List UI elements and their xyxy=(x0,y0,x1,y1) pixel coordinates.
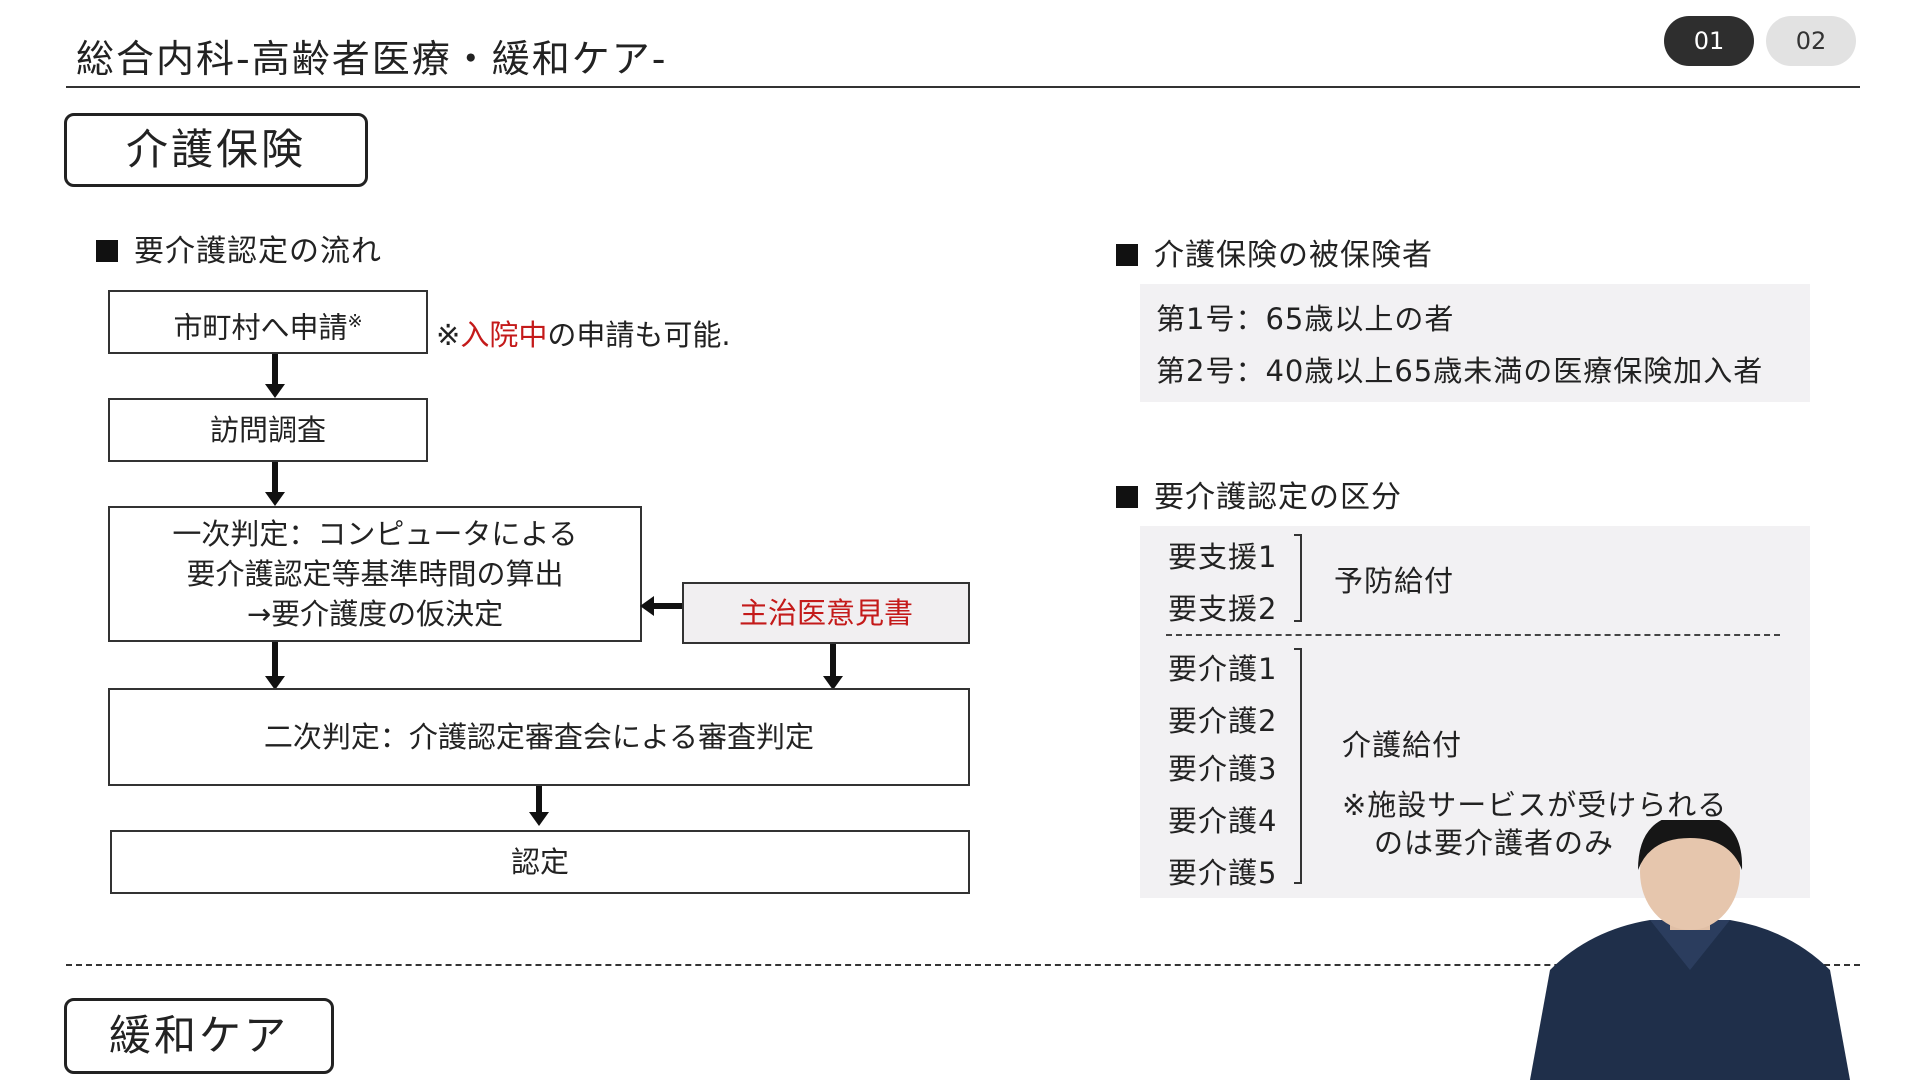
classification-divider xyxy=(1166,634,1780,636)
support-level-1: 要支援1 xyxy=(1168,540,1278,574)
care-level-5: 要介護5 xyxy=(1168,856,1278,890)
care-level-4: 要介護4 xyxy=(1168,804,1278,838)
flow-step-secondary-judgement: 二次判定：介護認定審査会による審査判定 xyxy=(108,688,970,786)
flow-arrow-line xyxy=(272,462,278,496)
section-title-care-insurance: 介護保険 xyxy=(64,113,368,187)
flow-heading-text: 要介護認定の流れ xyxy=(134,234,382,269)
arrow-down-icon xyxy=(265,384,285,398)
header-divider xyxy=(66,86,1860,88)
section-title-palliative-care: 緩和ケア xyxy=(64,998,334,1074)
arrow-left-icon xyxy=(640,596,654,616)
care-level-3: 要介護3 xyxy=(1168,752,1278,786)
doctor-opinion-text: 主治医意見書 xyxy=(738,596,913,630)
note-prefix: ※ xyxy=(436,318,461,352)
flow-arrow-line xyxy=(272,642,278,680)
section-divider xyxy=(66,964,1860,966)
flow-step-apply: 市町村へ申請※ xyxy=(108,290,428,354)
insured-heading-text: 介護保険の被保険者 xyxy=(1154,238,1433,273)
flow-step-apply-sup: ※ xyxy=(347,311,363,332)
note-suffix: の申請も可能. xyxy=(547,318,731,352)
support-bracket xyxy=(1294,534,1302,622)
flow-arrow-line xyxy=(830,644,836,680)
care-level-2: 要介護2 xyxy=(1168,704,1278,738)
primary-judgement-line: →要介護度の仮決定 xyxy=(246,597,504,631)
classification-heading-text: 要介護認定の区分 xyxy=(1154,480,1402,515)
arrow-down-icon xyxy=(265,676,285,690)
insured-heading: 介護保険の被保険者 xyxy=(1116,230,1433,274)
care-note-line: のは要介護者のみ xyxy=(1374,826,1615,860)
flow-arrow-line xyxy=(654,603,682,609)
page-tab-01[interactable]: 01 xyxy=(1664,16,1754,66)
arrow-down-icon xyxy=(529,812,549,826)
insured-panel xyxy=(1140,284,1810,402)
note-red-text: 入院中 xyxy=(460,318,548,352)
primary-judgement-line: 要介護認定等基準時間の算出 xyxy=(186,557,564,591)
page-title: 総合内科-高齢者医療・緩和ケア- xyxy=(76,37,668,81)
presenter-video xyxy=(1530,820,1850,1080)
primary-judgement-line: 一次判定：コンピュータによる xyxy=(172,517,578,551)
presenter-illustration xyxy=(1530,820,1850,1080)
arrow-down-icon xyxy=(265,492,285,506)
hospital-application-note: ※入院中の申請も可能. xyxy=(436,312,731,354)
classification-heading: 要介護認定の区分 xyxy=(1116,472,1402,516)
flow-arrow-line xyxy=(272,354,278,388)
flow-arrow-line xyxy=(536,786,542,816)
care-benefit: 介護給付 xyxy=(1342,728,1463,762)
bullet-square-icon xyxy=(1116,244,1138,266)
flow-step-visit-survey: 訪問調査 xyxy=(108,398,428,462)
insured-class-1: 第1号：65歳以上の者 xyxy=(1156,302,1455,336)
flow-heading: 要介護認定の流れ xyxy=(96,226,382,270)
care-note-line: ※施設サービスが受けられる xyxy=(1342,788,1728,822)
care-level-1: 要介護1 xyxy=(1168,652,1278,686)
bullet-square-icon xyxy=(96,240,118,262)
flow-step-apply-text: 市町村へ申請 xyxy=(173,310,348,345)
bullet-square-icon xyxy=(1116,486,1138,508)
care-bracket xyxy=(1294,648,1302,884)
arrow-down-icon xyxy=(823,676,843,690)
support-benefit: 予防給付 xyxy=(1334,564,1455,598)
insured-class-2: 第2号：40歳以上65歳未満の医療保険加入者 xyxy=(1156,354,1764,388)
flow-step-certification: 認定 xyxy=(110,830,970,894)
page-tab-02[interactable]: 02 xyxy=(1766,16,1856,66)
flow-step-primary-judgement: 一次判定：コンピュータによる 要介護認定等基準時間の算出 →要介護度の仮決定 xyxy=(108,506,642,642)
doctor-opinion-box: 主治医意見書 xyxy=(682,582,970,644)
support-level-2: 要支援2 xyxy=(1168,592,1278,626)
